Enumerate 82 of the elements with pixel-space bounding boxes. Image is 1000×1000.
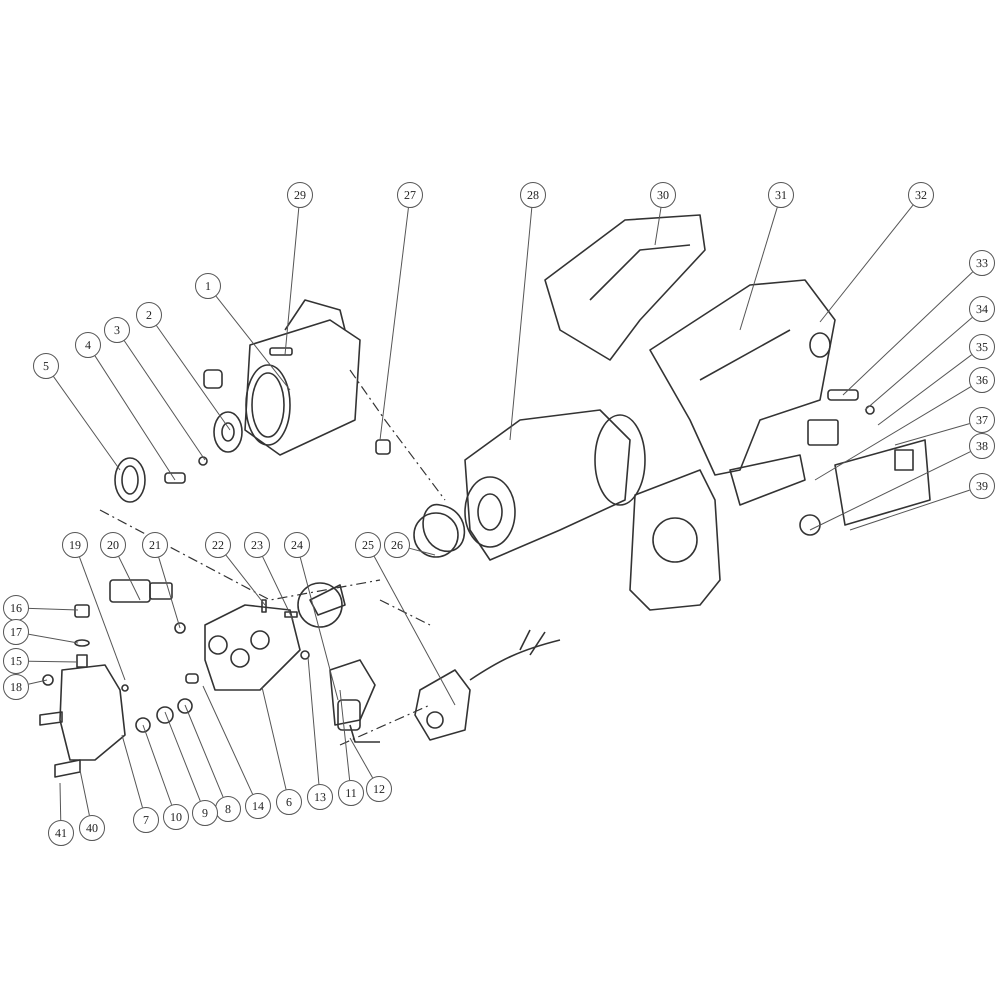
- callout-number: 21: [142, 532, 168, 558]
- callout-number: 29: [287, 182, 313, 208]
- callout-number: 23: [244, 532, 270, 558]
- leader-line: [810, 451, 971, 530]
- leader-line: [380, 207, 409, 440]
- leader-line: [80, 770, 90, 816]
- leader-line: [308, 656, 320, 785]
- leader-line: [814, 386, 972, 480]
- callout-number: 3: [104, 317, 130, 343]
- callout-number: 7: [133, 807, 159, 833]
- leader-line: [842, 271, 974, 396]
- callout-number: 14: [245, 793, 271, 819]
- callout-number: 28: [520, 182, 546, 208]
- callout-number: 34: [969, 296, 995, 322]
- leader-line: [878, 354, 972, 426]
- leader-line: [409, 548, 436, 556]
- leader-line: [122, 734, 143, 808]
- leader-line: [202, 686, 254, 795]
- callout-number: 16: [3, 595, 29, 621]
- leader-line: [164, 712, 201, 802]
- leader-line: [262, 556, 294, 620]
- leader-line: [28, 680, 48, 685]
- callout-number: 31: [768, 182, 794, 208]
- leader-line: [28, 634, 78, 644]
- callout-number: 40: [79, 815, 105, 841]
- callout-number: 33: [969, 250, 995, 276]
- leader-line: [894, 423, 970, 446]
- callout-number: 5: [33, 353, 59, 379]
- leader-line: [184, 704, 224, 798]
- callout-number: 38: [969, 433, 995, 459]
- leader-line: [216, 296, 290, 390]
- leader-line: [28, 608, 78, 610]
- leader-line: [60, 782, 62, 820]
- callout-number: 17: [3, 619, 29, 645]
- leader-line: [142, 724, 172, 806]
- leader-line: [262, 686, 287, 790]
- leader-line: [300, 557, 338, 700]
- callout-number: 24: [284, 532, 310, 558]
- callout-number: 4: [75, 332, 101, 358]
- callout-number: 20: [100, 532, 126, 558]
- callout-number: 32: [908, 182, 934, 208]
- callout-number: 13: [307, 784, 333, 810]
- callout-number: 30: [650, 182, 676, 208]
- callout-number: 10: [163, 804, 189, 830]
- callout-number: 9: [192, 800, 218, 826]
- leader-line: [850, 490, 970, 530]
- callout-number: 2: [136, 302, 162, 328]
- callout-number: 27: [397, 182, 423, 208]
- leader-line: [226, 554, 266, 606]
- leader-line: [350, 738, 374, 778]
- leader-line: [864, 317, 973, 410]
- callout-number: 6: [276, 789, 302, 815]
- callout-number: 39: [969, 473, 995, 499]
- callout-number: 25: [355, 532, 381, 558]
- callout-number: 19: [62, 532, 88, 558]
- callout-number: 35: [969, 334, 995, 360]
- callout-number: 37: [969, 407, 995, 433]
- callout-number: 26: [384, 532, 410, 558]
- callout-number: 18: [3, 674, 29, 700]
- leader-line: [510, 207, 532, 440]
- leader-line: [94, 355, 176, 480]
- leader-line: [374, 556, 456, 706]
- leader-line: [340, 690, 350, 781]
- callout-number: 41: [48, 820, 74, 846]
- leader-line: [118, 556, 140, 600]
- leader-line: [158, 556, 180, 628]
- leader-line: [28, 660, 78, 662]
- leader-line: [284, 207, 300, 356]
- callout-number: 11: [338, 780, 364, 806]
- callout-number: 1: [195, 273, 221, 299]
- callout-number: 22: [205, 532, 231, 558]
- leader-line: [124, 340, 206, 460]
- callout-number: 15: [3, 648, 29, 674]
- leader-line: [79, 556, 126, 680]
- callout-number: 36: [969, 367, 995, 393]
- leader-line: [654, 207, 662, 246]
- leader-line: [820, 204, 914, 322]
- leader-line: [740, 206, 778, 330]
- callout-number: 12: [366, 776, 392, 802]
- callout-number: 8: [215, 796, 241, 822]
- leader-line: [156, 325, 230, 430]
- leader-line: [53, 376, 120, 470]
